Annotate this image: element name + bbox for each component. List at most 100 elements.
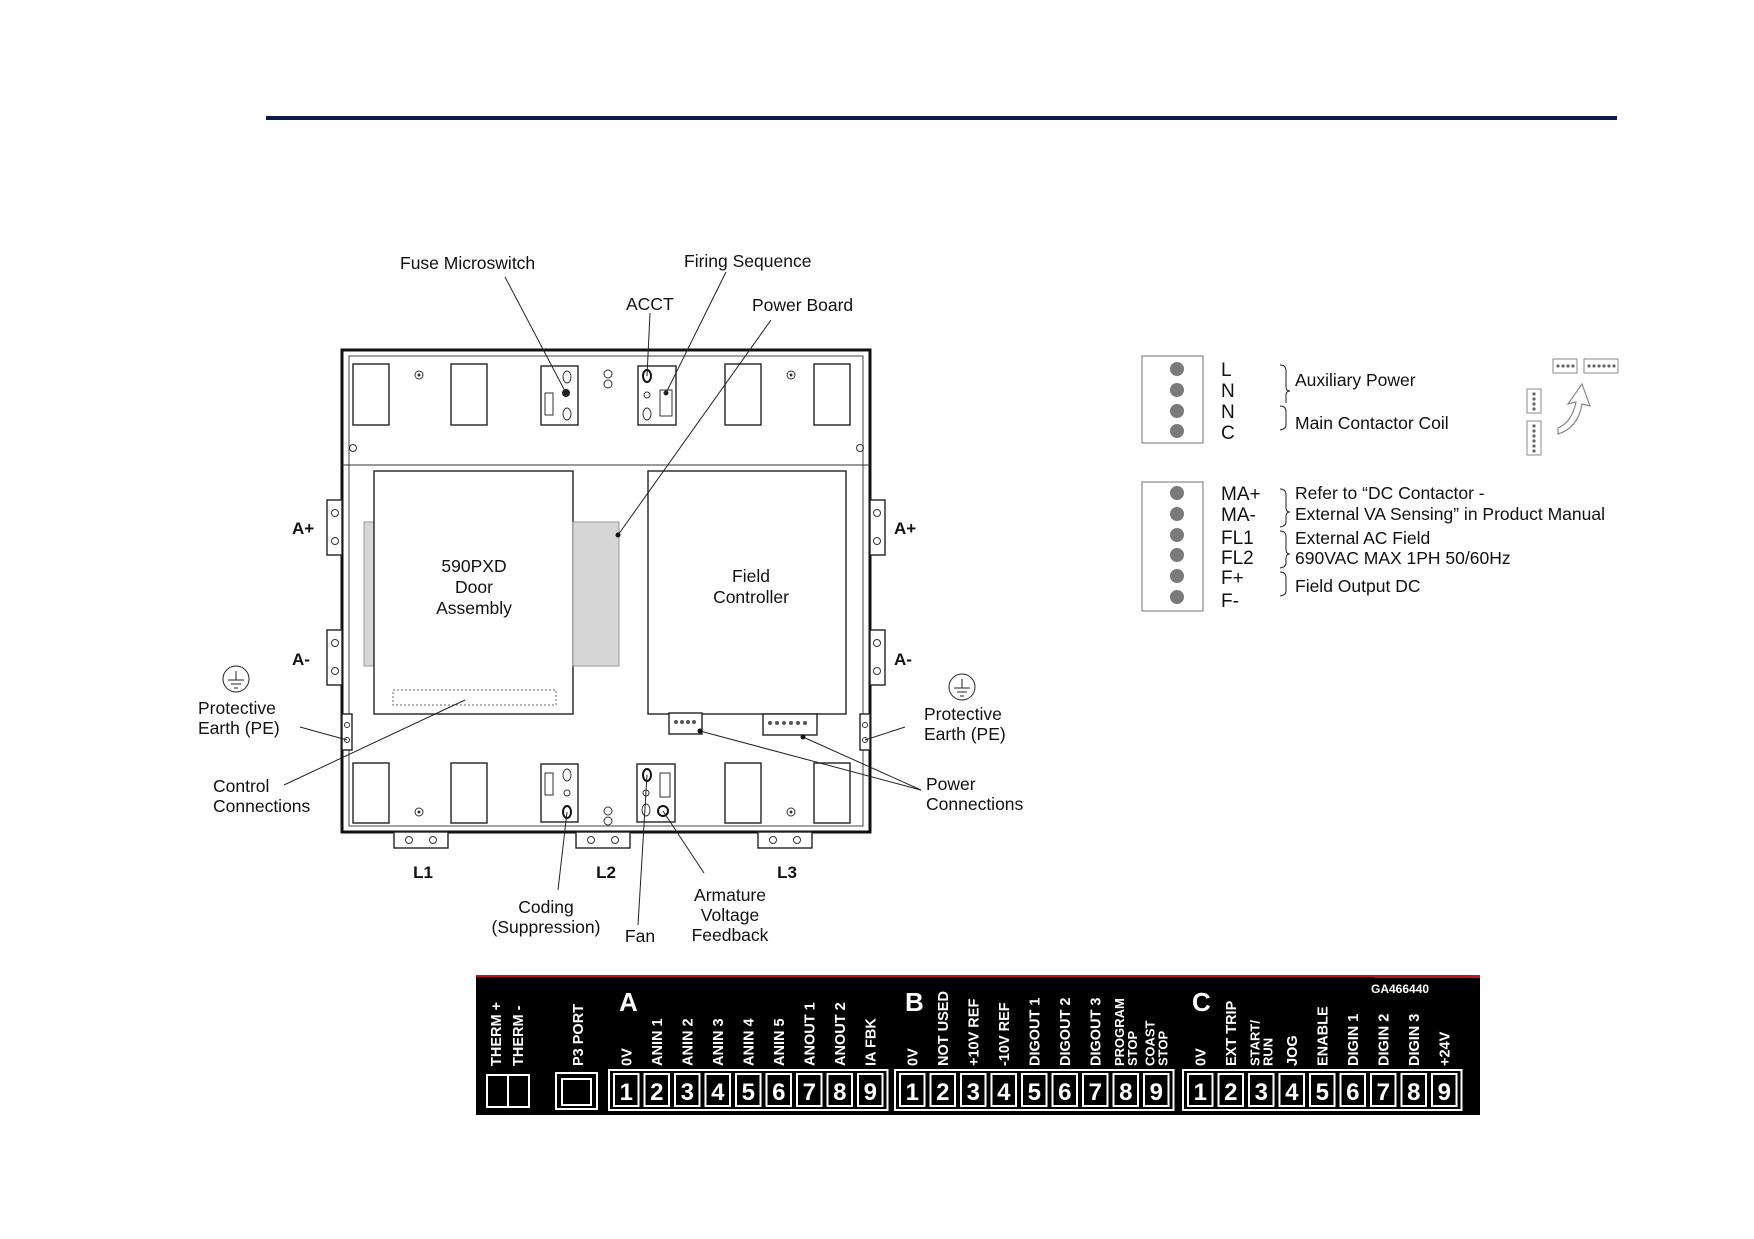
terminal-label: 0V: [905, 1048, 921, 1066]
pin-fl1: FL1: [1221, 528, 1254, 549]
bottom-components: [540, 763, 676, 823]
terminal-number: 9: [1150, 1079, 1163, 1106]
label-acct: ACCT: [626, 294, 674, 314]
terminal-cell: [613, 1073, 640, 1107]
terminal-label: JOG: [1285, 1035, 1301, 1066]
label-power-board: Power Board: [752, 295, 853, 315]
terminal-cell: [1431, 1073, 1458, 1107]
terminal-label: +10V REF: [966, 999, 982, 1066]
pin-ma-plus: MA+: [1221, 484, 1261, 505]
terminal-group-frame: [608, 1069, 889, 1111]
label-l1: L1: [413, 863, 433, 882]
terminal-label: EXT TRIP: [1224, 1000, 1240, 1066]
label-coding-2: (Suppression): [492, 917, 601, 937]
terminal-cell: [857, 1073, 884, 1107]
supply-terminals: [393, 831, 813, 849]
label-l2: L2: [596, 863, 616, 882]
connector-orientation-icon: [1526, 358, 1619, 456]
terminal-number: 7: [1089, 1079, 1102, 1106]
connector-lower: MA+ MA- FL1 FL2 F+ F- Refer to “DC Conta…: [1141, 481, 1605, 612]
terminal-label: ENABLE: [1315, 1006, 1331, 1066]
terminal-number: 2: [1224, 1079, 1237, 1106]
terminal-label: ANIN 3: [711, 1018, 727, 1066]
terminal-label: ANOUT 2: [833, 1002, 849, 1066]
terminal-label: ANIN 4: [741, 1018, 757, 1066]
terminal-label: 0V: [619, 1048, 635, 1066]
group-c-label: C: [1192, 987, 1211, 1017]
label-a-plus-right: A+: [894, 519, 916, 538]
terminal-cell: [735, 1073, 762, 1107]
label-coding-1: Coding: [518, 897, 573, 917]
terminal-label: ANOUT 1: [802, 1002, 818, 1066]
terminal-label: RUN: [1260, 1038, 1275, 1066]
pin-f-plus: F+: [1221, 568, 1244, 589]
terminal-label: ANIN 1: [650, 1018, 666, 1066]
terminal-strip: GA466440 THERM + THERM - P3 PORT A B C 1…: [476, 975, 1480, 1115]
label-l3: L3: [777, 863, 797, 882]
label-pe-left-2: Earth (PE): [198, 718, 280, 738]
terminal-number: 4: [997, 1079, 1011, 1106]
terminal-number: 6: [772, 1079, 785, 1106]
terminal-number: 9: [1438, 1079, 1451, 1106]
terminal-cell: [1021, 1073, 1048, 1107]
pin-l: L: [1221, 360, 1232, 381]
pin-c: C: [1221, 423, 1235, 444]
terminal-cell: [1051, 1073, 1078, 1107]
power-board: [572, 521, 620, 667]
terminal-group-frame: [1182, 1069, 1463, 1111]
terminal-number: 4: [711, 1079, 725, 1106]
terminal-group-frame: [894, 1069, 1175, 1111]
desc-dc-contactor-1: Refer to “DC Contactor -: [1295, 483, 1485, 503]
desc-field-output: Field Output DC: [1295, 576, 1420, 596]
terminal-cell: [1309, 1073, 1336, 1107]
desc-dc-contactor-2: External VA Sensing” in Product Manual: [1295, 504, 1605, 524]
terminal-number: 9: [864, 1079, 877, 1106]
terminal-number: 7: [1377, 1079, 1390, 1106]
terminal-cell: [1278, 1073, 1305, 1107]
label-control-connections-1: Control: [213, 776, 269, 796]
desc-auxiliary-power: Auxiliary Power: [1295, 370, 1416, 390]
armature-tabs: [326, 499, 886, 751]
terminal-number: 8: [1119, 1079, 1132, 1106]
terminal-cell: [1112, 1073, 1139, 1107]
group-a-label: A: [619, 987, 638, 1017]
terminal-label: NOT USED: [936, 991, 952, 1066]
terminal-number: 2: [936, 1079, 949, 1106]
terminal-number: 8: [1407, 1079, 1420, 1106]
rotate-arrow-icon: [1557, 382, 1591, 435]
label-armature-1: Armature: [694, 885, 766, 905]
terminal-cell: [929, 1073, 956, 1107]
pin-fl2: FL2: [1221, 548, 1254, 569]
label-fan: Fan: [625, 926, 655, 946]
terminal-label: DIGIN 2: [1376, 1014, 1392, 1066]
pin-f-minus: F-: [1221, 591, 1239, 612]
terminal-label: STOP: [1155, 1031, 1170, 1066]
label-firing-sequence: Firing Sequence: [684, 251, 811, 271]
terminal-cell: [1400, 1073, 1427, 1107]
connector-upper: L N N C Auxiliary Power Main Contactor C…: [1141, 355, 1449, 444]
label-field-controller-1: Field: [732, 566, 770, 586]
label-pe-right-1: Protective: [924, 704, 1002, 724]
terminal-cell: [826, 1073, 853, 1107]
label-field-controller-2: Controller: [713, 587, 789, 607]
terminal-number: 5: [1028, 1079, 1041, 1106]
terminal-cell: [765, 1073, 792, 1107]
terminal-number: 7: [803, 1079, 816, 1106]
terminal-cell: [1370, 1073, 1397, 1107]
terminal-number: 3: [967, 1079, 980, 1106]
label-a-plus-left: A+: [292, 519, 314, 538]
terminal-cell: [704, 1073, 731, 1107]
terminal-label: +24V: [1437, 1031, 1453, 1066]
label-power-connections-1: Power: [926, 774, 976, 794]
label-door-assembly-3: Assembly: [436, 598, 512, 618]
pin-n: N: [1221, 402, 1235, 423]
pin-ma-minus: MA-: [1221, 505, 1256, 526]
terminal-number: 6: [1058, 1079, 1071, 1106]
terminal-cell: [1082, 1073, 1109, 1107]
label-door-assembly-1: 590PXD: [441, 556, 506, 576]
terminal-label: ANIN 5: [772, 1018, 788, 1066]
terminal-cell: [796, 1073, 823, 1107]
terminal-number: 3: [1255, 1079, 1268, 1106]
label-control-connections-2: Connections: [213, 796, 311, 816]
